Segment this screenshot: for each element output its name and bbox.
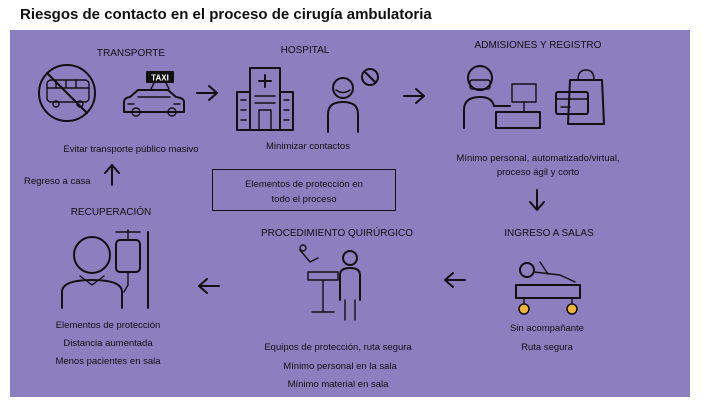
hospital-note: Minimizar contactos <box>266 141 350 152</box>
recuperacion-line1: Elementos de protección <box>55 320 161 331</box>
transporte-note: Evitar transporte público masivo <box>63 144 199 155</box>
procedimiento-line1: Equipos de protección, ruta segura <box>264 342 412 353</box>
recuperacion-line2: Distancia aumentada <box>63 338 153 349</box>
arrow-icon <box>403 88 425 104</box>
no-contact-person-icon <box>327 68 379 133</box>
patient-iv-icon <box>61 229 149 309</box>
ingreso-line1: Sin acompañante <box>510 323 584 334</box>
hospital-heading: HOSPITAL <box>280 45 330 56</box>
surgeon-icon <box>299 244 361 321</box>
admisiones-line1: Mínimo personal, automatizado/virtual, <box>456 153 620 164</box>
arrow-icon <box>529 189 545 211</box>
center-protection-box: Elementos de protección en todo el proce… <box>212 169 396 211</box>
recuperacion-heading: RECUPERACIÓN <box>70 207 152 218</box>
diagram-title: Riesgos de contacto en el proceso de cir… <box>20 6 432 23</box>
admisiones-line2: proceso ágil y corto <box>496 167 580 178</box>
regreso-label: Regreso a casa <box>24 176 91 187</box>
admisiones-heading: ADMISIONES Y REGISTRO <box>474 40 602 51</box>
arrow-icon <box>444 272 466 288</box>
procedimiento-line3: Mínimo material en sala <box>287 379 389 390</box>
hospital-building-icon <box>236 67 294 131</box>
taxi-sign-text: TAXI <box>151 74 169 83</box>
arrow-icon <box>198 278 220 294</box>
recuperacion-line3: Menos pacientes en sala <box>55 356 161 367</box>
procedimiento-heading: PROCEDIMIENTO QUIRÚRGICO <box>260 228 414 239</box>
center-line2: todo el proceso <box>271 194 337 205</box>
arrow-icon <box>196 85 218 101</box>
procedimiento-line2: Mínimo personal en la sala <box>283 361 397 372</box>
transporte-heading: TRANSPORTE <box>96 48 166 59</box>
center-line1: Elementos de protección en <box>245 179 363 190</box>
patient-bed-icon <box>515 261 581 315</box>
arrow-icon <box>104 164 120 186</box>
card-bag-icon <box>555 69 605 125</box>
ingreso-line2: Ruta segura <box>521 342 573 353</box>
receptionist-icon <box>463 65 541 129</box>
ingreso-heading: INGRESO A SALAS <box>504 228 594 239</box>
taxi-icon: TAXI <box>123 71 185 117</box>
no-bus-icon <box>38 64 96 122</box>
